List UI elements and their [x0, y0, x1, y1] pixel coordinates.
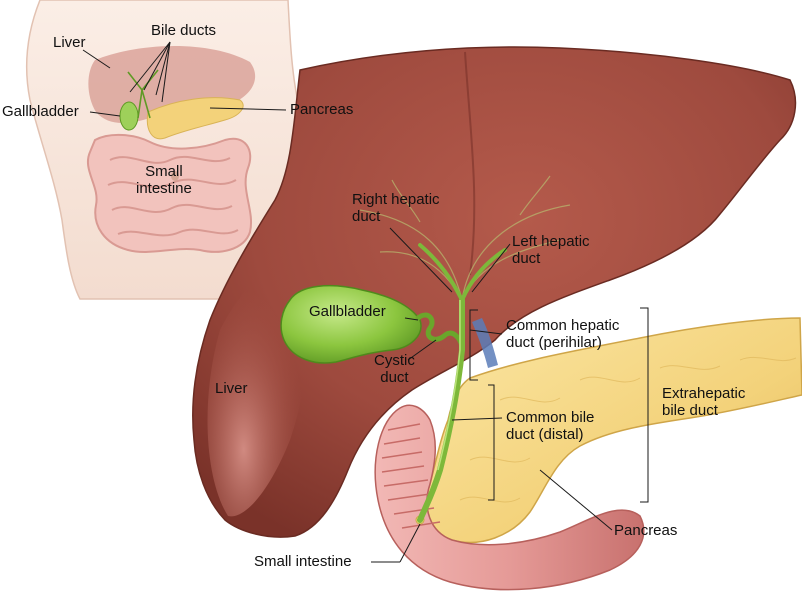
- inset-label-liver: Liver: [53, 34, 86, 51]
- label-extrahepatic-bile-duct: Extrahepatic bile duct: [662, 385, 746, 419]
- inset-label-pancreas: Pancreas: [290, 101, 354, 118]
- gallbladder-shape: [280, 284, 422, 364]
- label-small-intestine: Small intestine: [254, 553, 352, 570]
- pancreas-shape: [426, 317, 802, 544]
- main-pancreas: [426, 317, 802, 544]
- inset-small-intestine: [87, 134, 252, 253]
- inset-gallbladder: [119, 101, 139, 131]
- bile-duct-highlight: [437, 300, 461, 471]
- label-common-hepatic-duct: Common hepatic duct (perihilar): [506, 317, 620, 351]
- inset-label-gallbladder: Gallbladder: [2, 103, 79, 120]
- inset-label-bile-ducts: Bile ducts: [151, 22, 217, 39]
- label-gallbladder: Gallbladder: [309, 303, 386, 320]
- portal-vein: [472, 318, 498, 368]
- inset-bile-ducts: [127, 69, 159, 119]
- inset-navel: [171, 171, 179, 181]
- label-left-hepatic-duct: Left hepatic duct: [512, 233, 590, 267]
- duct-brackets: [469, 307, 649, 503]
- liver-lobe-line: [464, 51, 476, 276]
- label-liver: Liver: [215, 380, 248, 397]
- cystic-duct: [415, 312, 465, 349]
- liver-shape: [192, 46, 797, 538]
- inset-label-small-intestine: Small intestine: [136, 163, 192, 197]
- label-cystic-duct: Cystic duct: [374, 352, 415, 386]
- liver-vessels: [359, 175, 571, 301]
- inset-leader-lines: [82, 41, 287, 117]
- main-gallbladder: [280, 284, 465, 364]
- duodenum-shape: [374, 404, 645, 591]
- inset-torso: [25, 0, 304, 300]
- label-pancreas: Pancreas: [614, 522, 678, 539]
- main-small-intestine: [374, 404, 645, 591]
- bile-duct-tree: [417, 243, 507, 523]
- label-right-hepatic-duct: Right hepatic duct: [352, 191, 440, 225]
- label-common-bile-duct: Common bile duct (distal): [506, 409, 595, 443]
